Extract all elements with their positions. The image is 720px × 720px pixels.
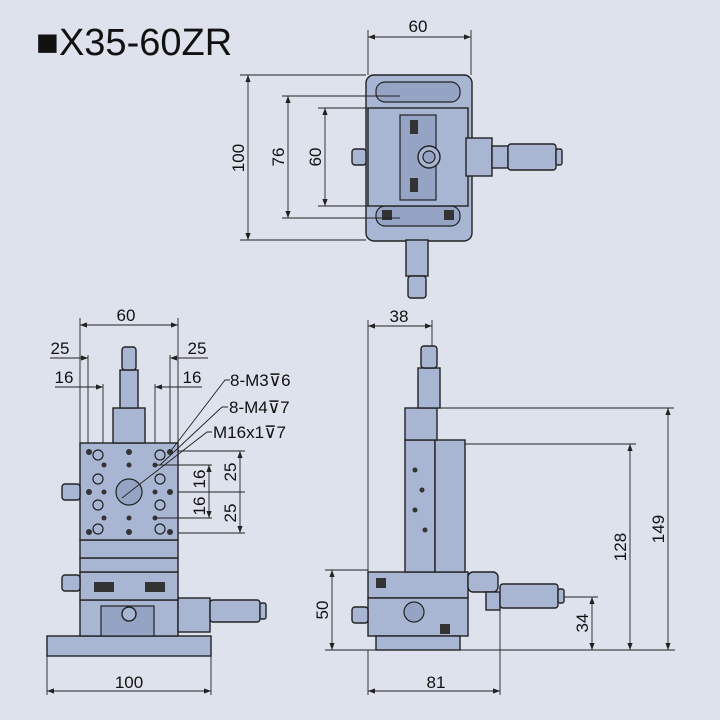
dim-front-16-right: 16 (183, 368, 202, 387)
dim-front-25-left: 25 (51, 339, 70, 358)
callout-m3: 8-M3⊽6 (230, 371, 291, 390)
dim-front-60: 60 (117, 306, 136, 325)
dim-top-76: 76 (269, 148, 288, 167)
callout-m16: M16x1⊽7 (213, 423, 286, 442)
front-view: 60 25 25 16 16 100 25 16 16 25 (46, 306, 291, 695)
dim-side-81: 81 (427, 673, 446, 692)
callout-m4: 8-M4⊽7 (229, 398, 290, 417)
dim-side-149: 149 (649, 515, 668, 543)
mounting-holes (86, 449, 173, 535)
dim-v-25-bottom: 25 (221, 504, 240, 523)
dim-front-25-right: 25 (188, 339, 207, 358)
dim-top-100: 100 (229, 144, 248, 172)
dim-side-50: 50 (313, 601, 332, 620)
dim-top-60: 60 (306, 148, 325, 167)
product-title: ■X35-60ZR (36, 22, 233, 64)
dim-side-128: 128 (611, 533, 630, 561)
dim-v-16-bottom: 16 (190, 497, 209, 516)
dim-front-16-left: 16 (55, 368, 74, 387)
side-view: 38 81 50 34 128 149 (313, 307, 675, 695)
dim-front-100: 100 (115, 673, 143, 692)
dim-side-34: 34 (573, 614, 592, 633)
top-view: 60 100 76 60 (229, 17, 563, 299)
dim-side-38: 38 (390, 307, 409, 326)
dim-v-16-top: 16 (190, 470, 209, 489)
dim-v-25-top: 25 (221, 463, 240, 482)
dim-top-width: 60 (409, 17, 428, 36)
